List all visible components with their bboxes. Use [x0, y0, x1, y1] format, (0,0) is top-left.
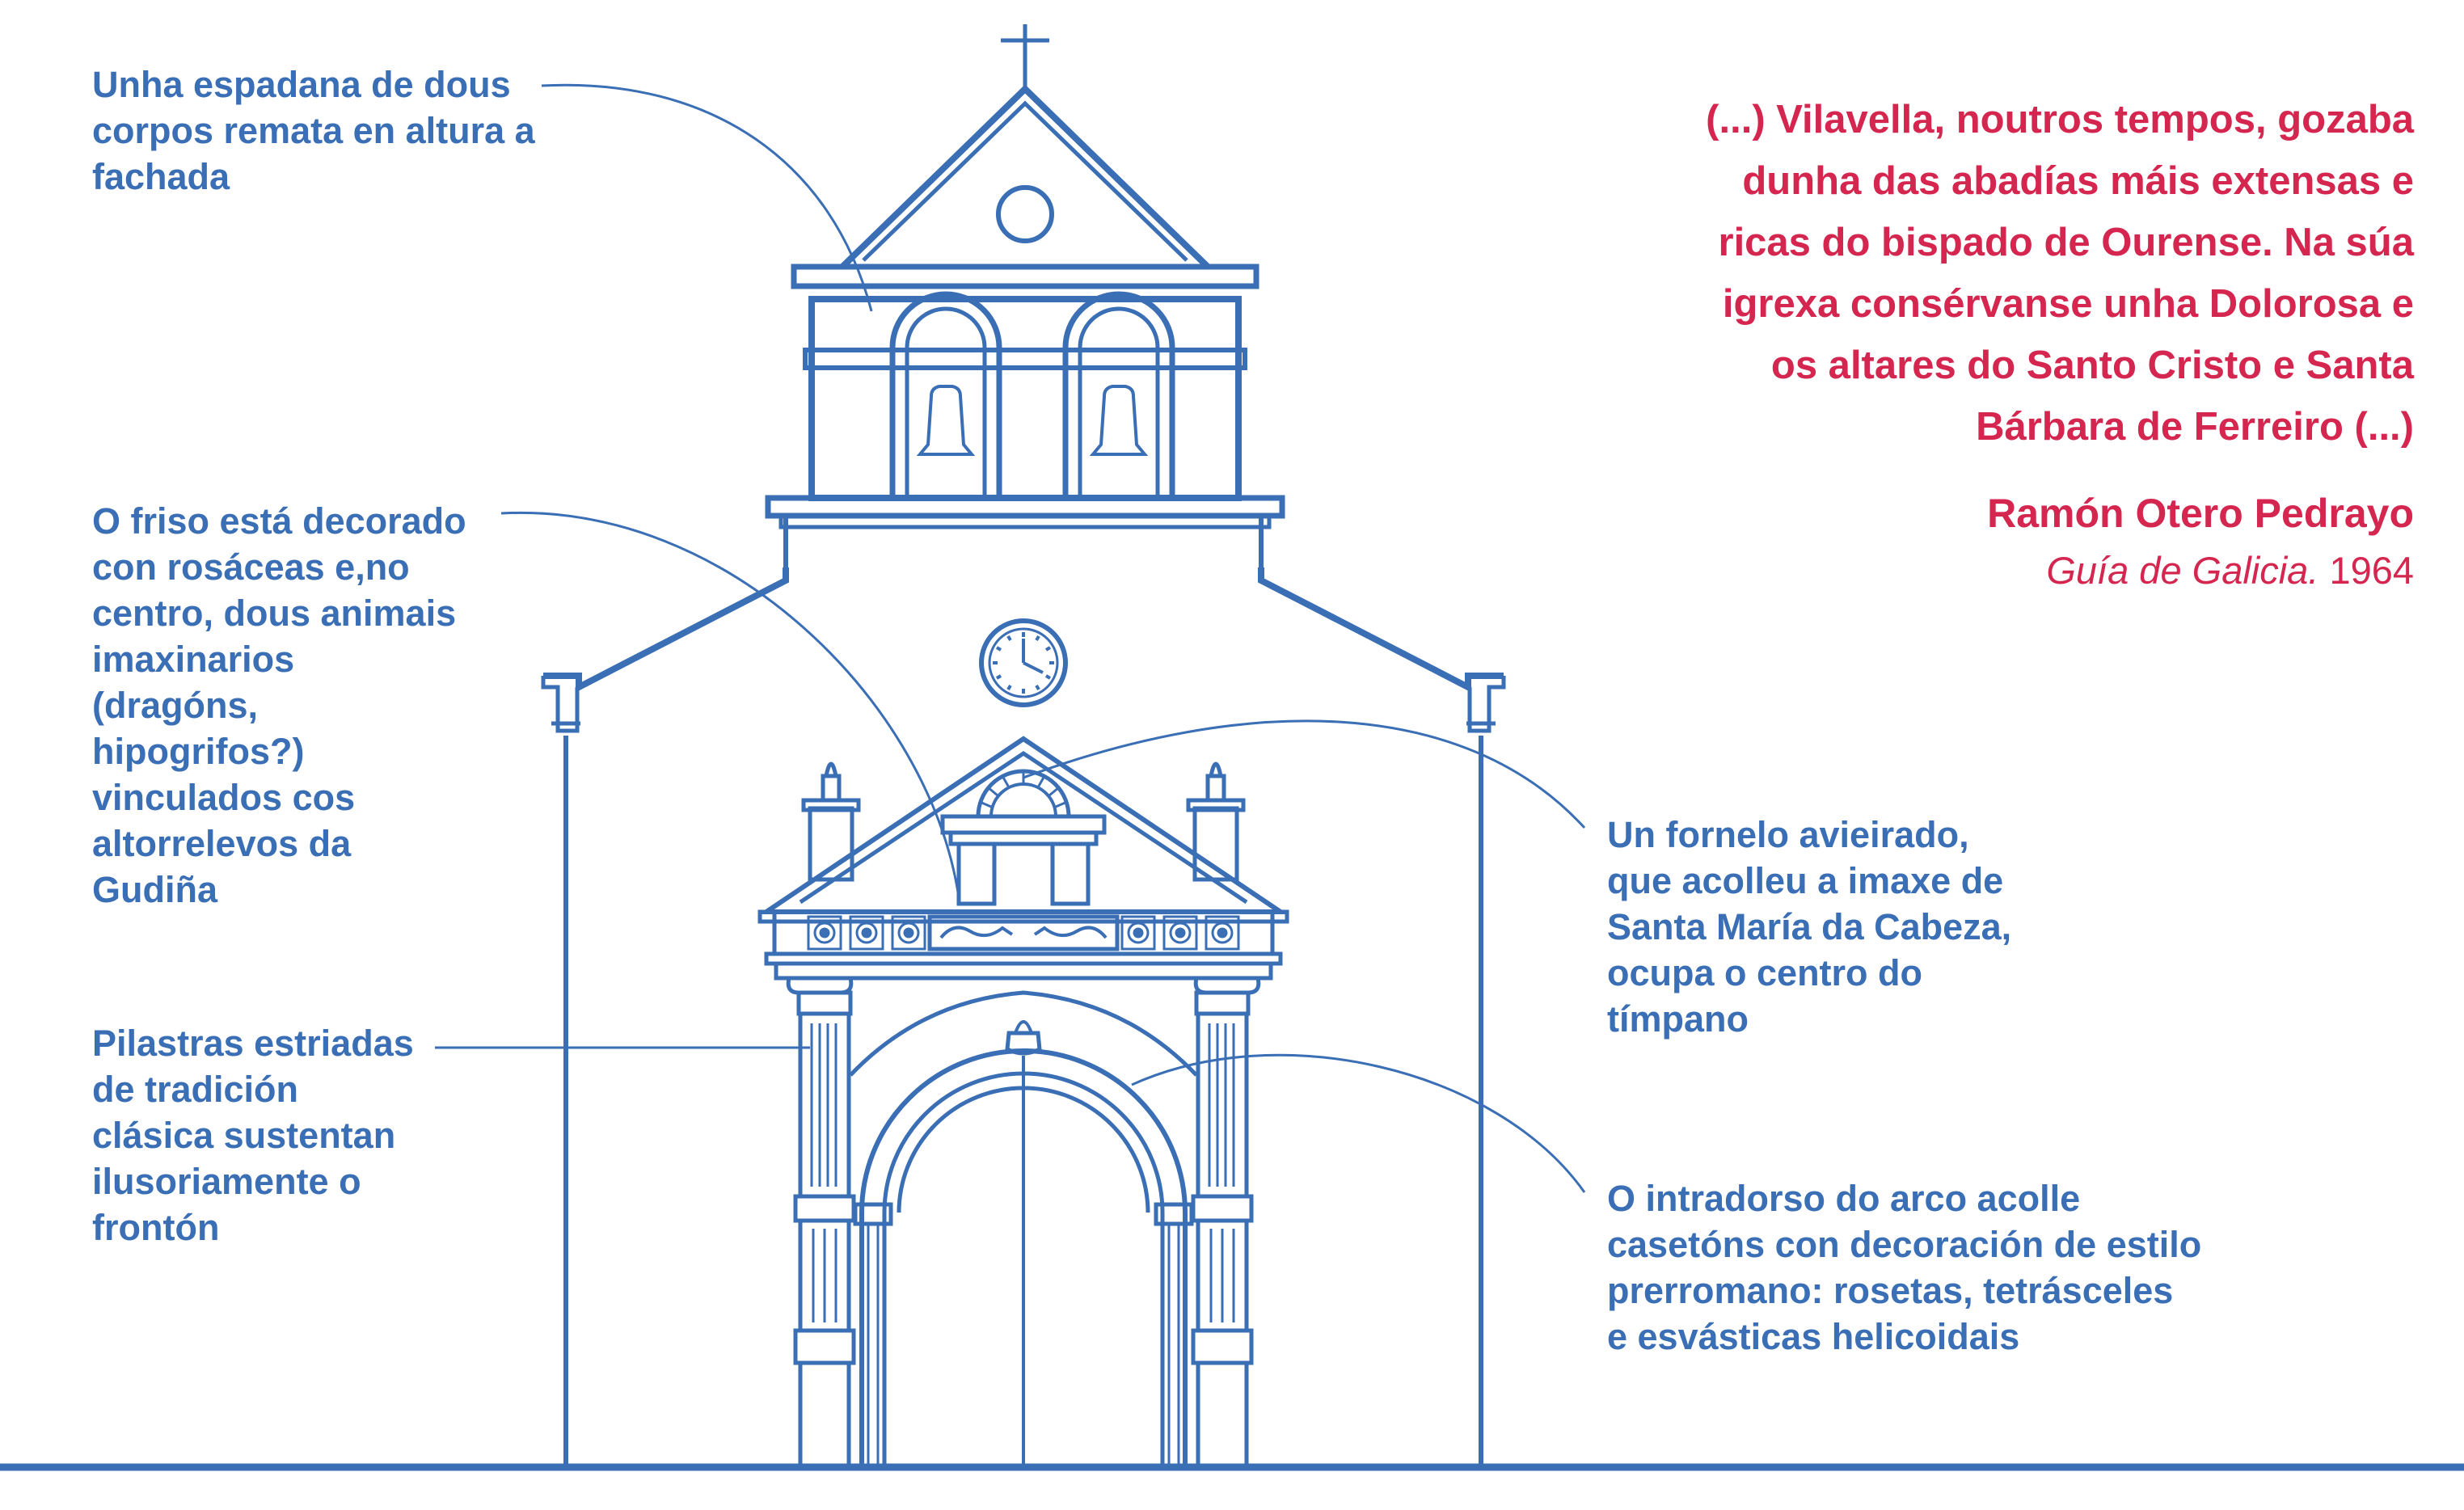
callout-belfry: Unha espadana de dous corpos remata en a…	[92, 64, 535, 197]
church-walls	[541, 517, 1506, 1467]
callout-intrados: O intradorso do arco acolle casetóns con…	[1607, 1178, 2202, 1357]
portal-pediment	[757, 736, 1289, 924]
leader-belfry	[541, 83, 873, 312]
quote-block: (...) Vilavella, noutros tempos, gozaba …	[1444, 89, 2414, 597]
clock	[979, 618, 1068, 707]
leader-intrados	[1131, 1053, 1586, 1193]
source-year: 1964	[2329, 549, 2414, 592]
leader-niche	[1023, 719, 1586, 829]
pilasters	[786, 977, 1261, 1470]
frieze	[764, 909, 1283, 981]
callout-pilasters: Pilastras estriadas de tradición clásica…	[92, 1023, 414, 1248]
source-title: Guía de Galicia.	[2046, 549, 2319, 592]
quote-author: Ramón Otero Pedrayo	[1987, 491, 2414, 536]
leader-frieze	[500, 511, 960, 898]
callout-frieze: O friso está decorado con rosáceas e,no …	[92, 500, 466, 910]
callout-niche: Un fornelo avieirado, que acolleu a imax…	[1607, 814, 2012, 1040]
quote-source: Guía de Galicia. 1964	[1444, 545, 2414, 597]
leader-lines	[435, 83, 1586, 1193]
belfry	[765, 24, 1285, 529]
portal-arch	[849, 990, 1198, 1467]
quote-text: (...) Vilavella, noutros tempos, gozaba …	[1706, 98, 2414, 449]
